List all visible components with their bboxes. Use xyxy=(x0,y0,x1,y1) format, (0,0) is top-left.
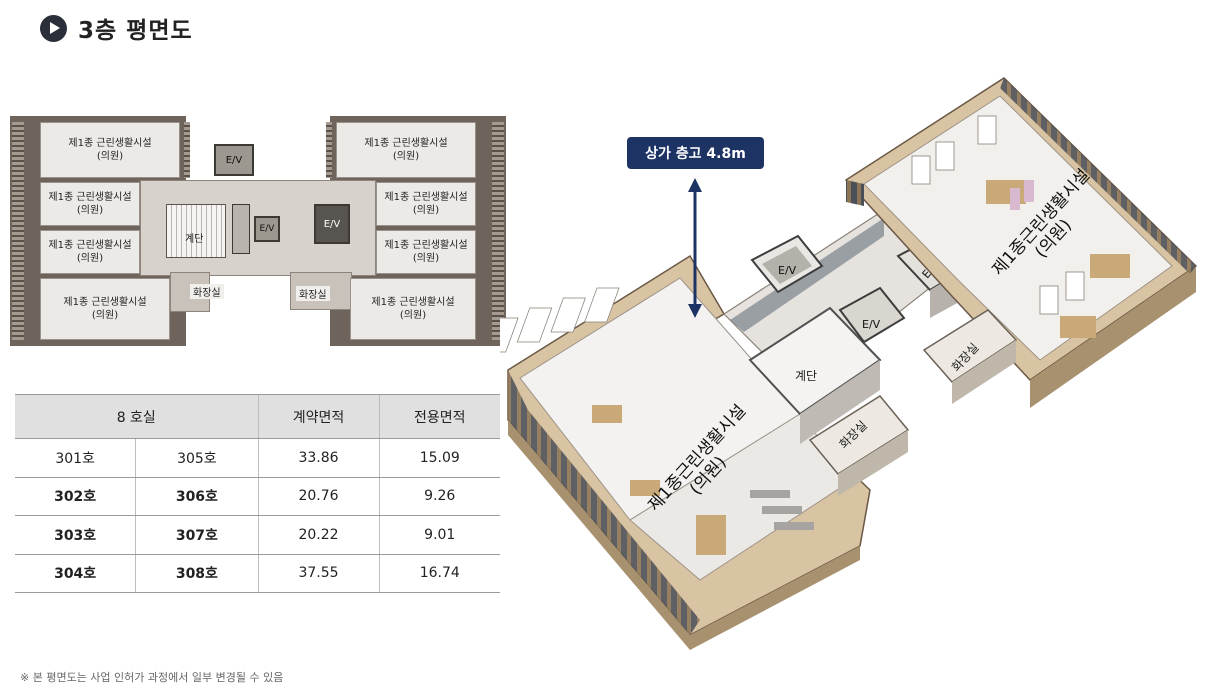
iso-restroom-center-side xyxy=(838,430,908,496)
iso-right-wing-windows xyxy=(1000,78,1196,274)
table-row: 301호 305호 33.86 15.09 xyxy=(15,438,500,478)
iso-elevator-2-label: E/V xyxy=(862,318,881,331)
iso-height-arrow-up-icon xyxy=(688,178,702,192)
plan-room-1: 제1종 근린생활시설(의원) xyxy=(40,122,180,178)
plan-restroom-right-label: 화장실 xyxy=(296,286,330,301)
iso-left-cabinets xyxy=(592,405,726,555)
header-exclusive-area: 전용면적 xyxy=(378,394,500,439)
unit-a: 301호 xyxy=(15,438,136,478)
plan-window-right xyxy=(492,122,504,340)
unit-area-table: 8 호실 계약면적 전용면적 301호 305호 33.86 15.09 302… xyxy=(15,394,500,593)
plan-window-right-inner xyxy=(326,122,332,178)
unit-b: 305호 xyxy=(135,438,258,478)
iso-elevator-1-shaft xyxy=(762,246,812,284)
plan-elevator-top: E/V xyxy=(214,144,254,176)
footnote: ※ 본 평면도는 사업 인허가 과정에서 일부 변경될 수 있음 xyxy=(20,671,284,684)
plan-restroom-left-label: 화장실 xyxy=(190,284,224,299)
plan-room-7: 제1종 근린생활시설(의원) xyxy=(376,230,476,274)
table-header-row: 8 호실 계약면적 전용면적 xyxy=(15,394,500,439)
iso-right-beds xyxy=(911,115,1085,315)
floor-plan-2d: 제1종 근린생활시설(의원) 제1종 근린생활시설(의원) 제1종 근린생활시설… xyxy=(10,116,506,346)
contract-area: 20.76 xyxy=(257,477,379,516)
table-row: 302호 306호 20.76 9.26 xyxy=(15,477,500,516)
iso-elevator-1-label: E/V xyxy=(778,264,797,277)
page-title: 3층 평면도 xyxy=(78,18,193,44)
iso-elevator-2 xyxy=(838,286,906,344)
plan-room-2: 제1종 근린생활시설(의원) xyxy=(40,182,140,226)
plan-stair-label: 계단 xyxy=(185,234,204,245)
header-contract-area: 계약면적 xyxy=(257,394,379,439)
plan-stair xyxy=(166,204,226,258)
unit-a: 302호 xyxy=(15,477,136,516)
iso-illustration: 계단 E/V E/V E/V 화장실 xyxy=(500,77,1198,650)
page-title-group: 3층 평면도 xyxy=(40,12,193,44)
exclusive-area: 9.26 xyxy=(378,477,500,516)
unit-a: 304호 xyxy=(15,554,136,593)
contract-area: 33.86 xyxy=(257,438,379,478)
iso-left-wing-base xyxy=(508,420,860,650)
plan-room-6: 제1종 근린생활시설(의원) xyxy=(376,182,476,226)
iso-left-wing-windows xyxy=(508,370,700,635)
table-row: 303호 307호 20.22 9.01 xyxy=(15,515,500,555)
contract-area: 20.22 xyxy=(257,515,379,555)
contract-area: 37.55 xyxy=(257,554,379,593)
plan-elevator-mid: E/V xyxy=(254,216,280,242)
plan-room-4: 제1종 근린생활시설(의원) xyxy=(40,278,170,340)
unit-b: 308호 xyxy=(135,554,258,593)
iso-stair-core-side xyxy=(800,360,880,444)
unit-b: 306호 xyxy=(135,477,258,516)
exclusive-area: 16.74 xyxy=(378,554,500,593)
unit-a: 303호 xyxy=(15,515,136,555)
play-circle-icon xyxy=(40,14,67,42)
plan-room-8: 제1종 근린생활시설(의원) xyxy=(350,278,476,340)
floor-plan-3d: 계단 E/V E/V E/V 화장실 xyxy=(500,60,1212,660)
plan-shaft xyxy=(232,204,250,254)
iso-waiting-seats xyxy=(750,490,814,530)
iso-right-treatment-rooms xyxy=(1010,180,1034,210)
table-row: 304호 308호 37.55 16.74 xyxy=(15,554,500,593)
unit-b: 307호 xyxy=(135,515,258,555)
iso-right-wing-base xyxy=(1030,266,1196,408)
exclusive-area: 9.01 xyxy=(378,515,500,555)
iso-left-beds xyxy=(500,287,620,353)
plan-window-left-inner xyxy=(184,122,190,178)
iso-stair-label: 계단 xyxy=(795,369,817,383)
plan-window-left xyxy=(12,122,24,340)
floor-height-badge: 상가 층고 4.8m xyxy=(627,137,764,169)
iso-restroom-right-side xyxy=(952,340,1016,404)
iso-right-wing-windows-2 xyxy=(846,180,864,206)
plan-elevator-right: E/V xyxy=(314,204,350,244)
header-rooms: 8 호실 xyxy=(15,394,258,439)
plan-room-3: 제1종 근린생활시설(의원) xyxy=(40,230,140,274)
iso-height-arrow-down-icon xyxy=(688,304,702,318)
plan-room-5: 제1종 근린생활시설(의원) xyxy=(336,122,476,178)
exclusive-area: 15.09 xyxy=(378,438,500,478)
